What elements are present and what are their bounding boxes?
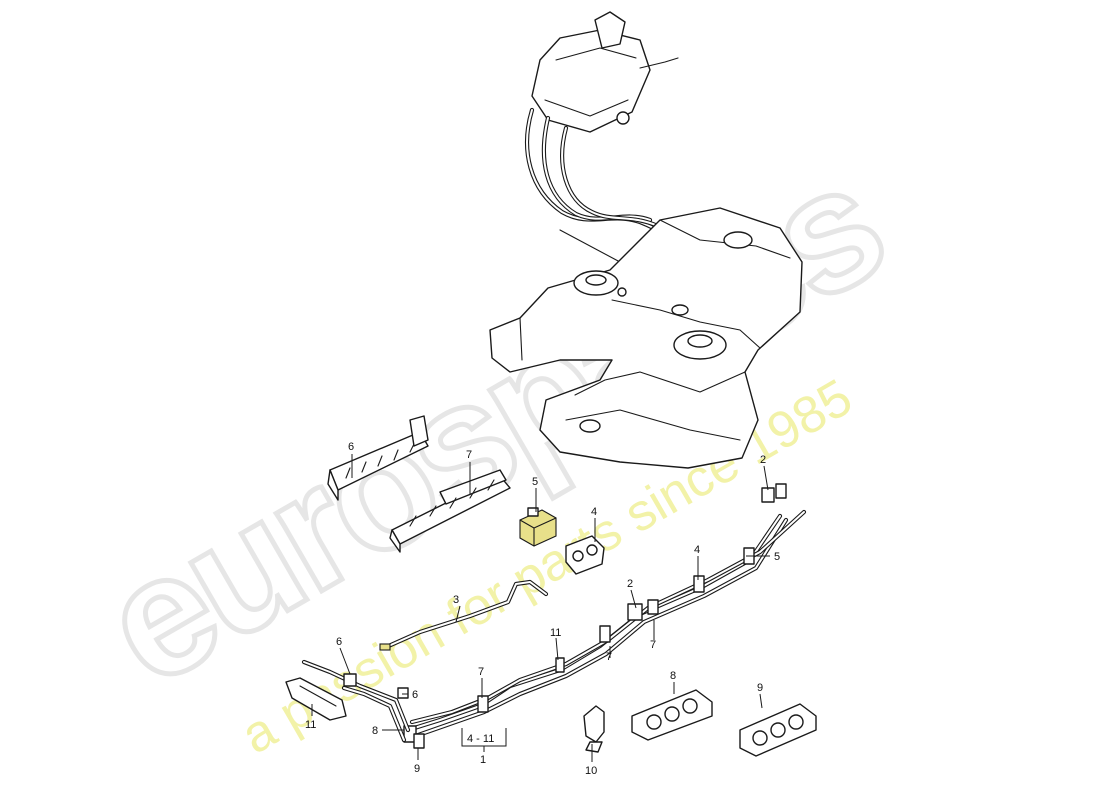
clip-part-5 <box>519 507 557 547</box>
clip-part-9 <box>739 703 817 757</box>
bracket-part-11 <box>285 677 347 721</box>
callout-3: 3 <box>453 594 459 606</box>
leader-lines <box>311 454 770 762</box>
callout-10: 10 <box>585 765 597 777</box>
callout-7-lower: 7 <box>478 666 484 678</box>
callout-7-middle-left: 7 <box>606 651 612 663</box>
callout-11-middle: 11 <box>550 627 561 639</box>
callout-8-right: 8 <box>670 670 676 682</box>
callout-8-left: 8 <box>372 725 378 737</box>
callout-2-right: 2 <box>760 454 766 466</box>
callout-4-right: 4 <box>694 544 700 556</box>
callout-labels: 6 7 5 4 2 5 4 2 3 11 7 7 6 6 7 8 4 - 11 … <box>305 441 780 777</box>
callout-6-upper: 6 <box>348 441 354 453</box>
callout-1: 1 <box>480 754 486 766</box>
fuel-line-assembly <box>301 483 807 749</box>
clip-part-4 <box>565 535 605 575</box>
callout-11-lower: 11 <box>305 719 316 731</box>
callout-4-11-range: 4 - 11 <box>467 733 494 745</box>
fuel-tank <box>489 11 803 469</box>
callout-7-upper: 7 <box>466 449 472 461</box>
clip-part-8 <box>631 689 713 741</box>
bracket-part-7 <box>389 469 511 553</box>
bracket-part-6 <box>327 415 429 501</box>
callout-2-middle: 2 <box>627 578 633 590</box>
callout-6-left-lower: 6 <box>412 689 418 701</box>
callout-9-left: 9 <box>414 763 420 775</box>
watermark: eurospares a passion for parts since 198… <box>71 127 913 766</box>
callout-7-middle-right: 7 <box>650 639 656 651</box>
callout-6-left-upper: 6 <box>336 636 342 648</box>
callout-5-left: 5 <box>532 476 538 488</box>
callout-5-right: 5 <box>774 551 780 563</box>
line-part-3 <box>379 579 549 651</box>
clip-part-10 <box>583 705 605 753</box>
callout-9-right: 9 <box>757 682 763 694</box>
callout-4-left: 4 <box>591 506 597 518</box>
